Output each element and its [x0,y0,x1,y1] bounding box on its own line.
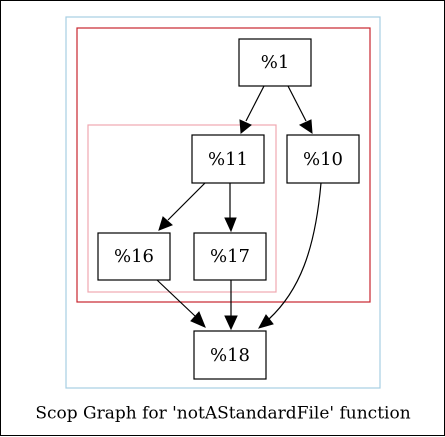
node-17-label: %17 [210,246,250,267]
edge-n1-n10 [287,85,313,134]
edge-n11-n16 [158,182,206,231]
node-11-label: %11 [208,149,248,170]
outer-cluster [65,16,381,389]
middle-cluster [76,27,371,303]
node-10-label: %10 [303,149,343,170]
node-10[interactable]: %10 [286,134,360,184]
inner-cluster [87,124,277,293]
edge-n16-n18 [156,279,206,328]
edge-n1-n11 [239,85,265,134]
edge-n17-n18 [224,280,238,331]
node-18[interactable]: %18 [193,330,267,380]
node-16-label: %16 [114,246,154,267]
node-17[interactable]: %17 [193,232,267,281]
node-1[interactable]: %1 [238,38,312,87]
node-11[interactable]: %11 [191,134,265,184]
node-1-label: %1 [261,52,290,73]
edge-n10-n18 [257,182,322,329]
edge-n11-n17 [224,183,237,233]
node-18-label: %18 [210,345,250,366]
graph-caption: Scop Graph for 'notAStandardFile' functi… [35,404,410,424]
node-16[interactable]: %16 [97,232,171,281]
